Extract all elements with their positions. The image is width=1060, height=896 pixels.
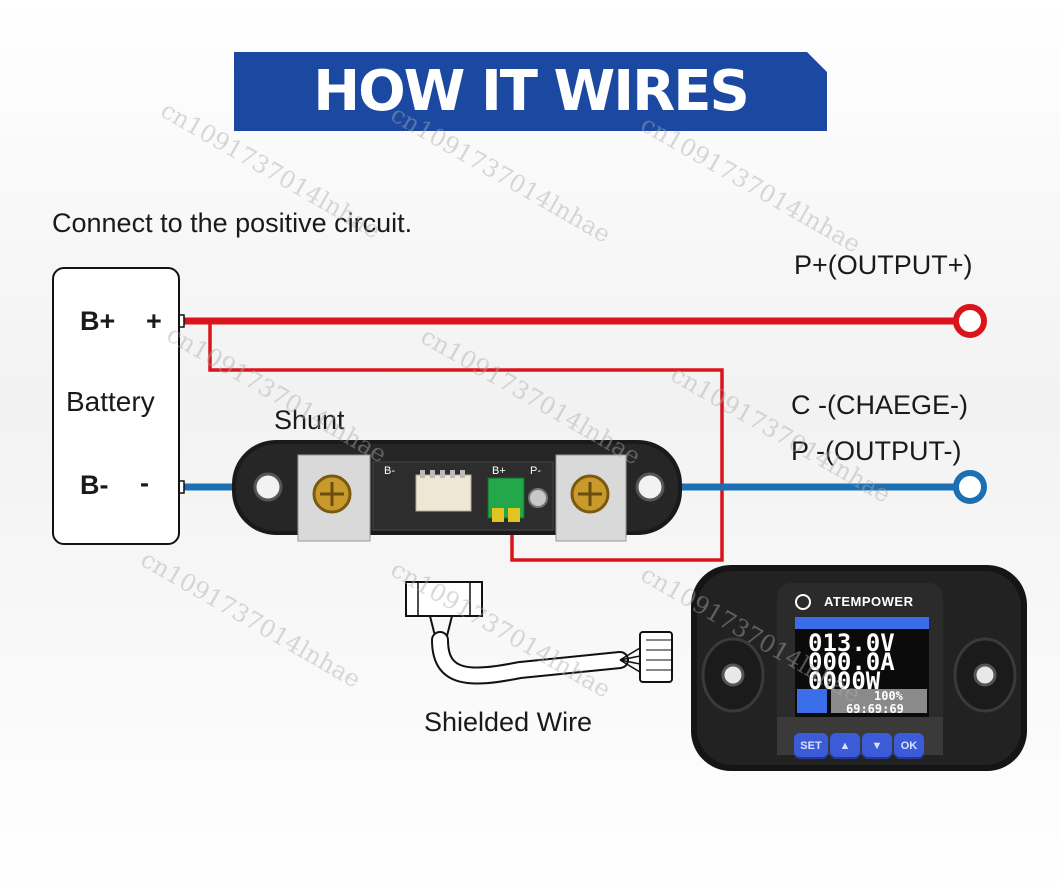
output-positive-label: P+(OUTPUT+) <box>794 250 973 280</box>
monitor-time: 69:69:69 <box>846 702 904 716</box>
monitor-down-button: ▼ <box>862 733 892 759</box>
shunt-label: Shunt <box>274 405 345 435</box>
battery-label: Battery <box>66 386 155 417</box>
monitor-up-button: ▲ <box>830 733 860 759</box>
shunt-pin-b-minus: B- <box>384 465 395 477</box>
shunt-pin-b-plus: B+ <box>492 465 506 477</box>
output-negative-terminal <box>953 470 987 504</box>
shielded-wire-label: Shielded Wire <box>424 707 593 737</box>
monitor-voltage: 013.0V <box>808 629 895 657</box>
monitor-ok-button: OK <box>894 733 924 759</box>
output-negative-label: P -(OUTPUT-) <box>791 436 962 466</box>
battery-monitor-device <box>691 565 1027 771</box>
monitor-percent: 100% <box>874 689 903 703</box>
shunt-pin-p-minus: P- <box>530 465 541 477</box>
battery-minus-sign: - <box>140 468 149 498</box>
shunt-device: B- B+ P- <box>232 440 682 542</box>
page-title: HOW IT WIRES <box>313 59 750 124</box>
battery-plus-sign: + <box>146 306 162 336</box>
output-positive-terminal <box>953 304 987 338</box>
monitor-set-button: SET <box>794 733 828 759</box>
charge-negative-label: C -(CHAEGE-) <box>791 390 968 420</box>
sense-wire <box>208 321 724 562</box>
battery-positive-label: B+ <box>80 306 116 336</box>
battery-box <box>52 267 180 545</box>
shielded-cable <box>405 581 673 685</box>
battery-negative-label: B- <box>80 470 109 500</box>
monitor-power: 0000W <box>808 667 881 695</box>
monitor-brand: ATEMPOWER <box>824 594 914 609</box>
instruction-text: Connect to the positive circuit. <box>52 208 413 238</box>
title-banner <box>234 52 827 131</box>
monitor-current: 000.0A <box>808 648 895 676</box>
